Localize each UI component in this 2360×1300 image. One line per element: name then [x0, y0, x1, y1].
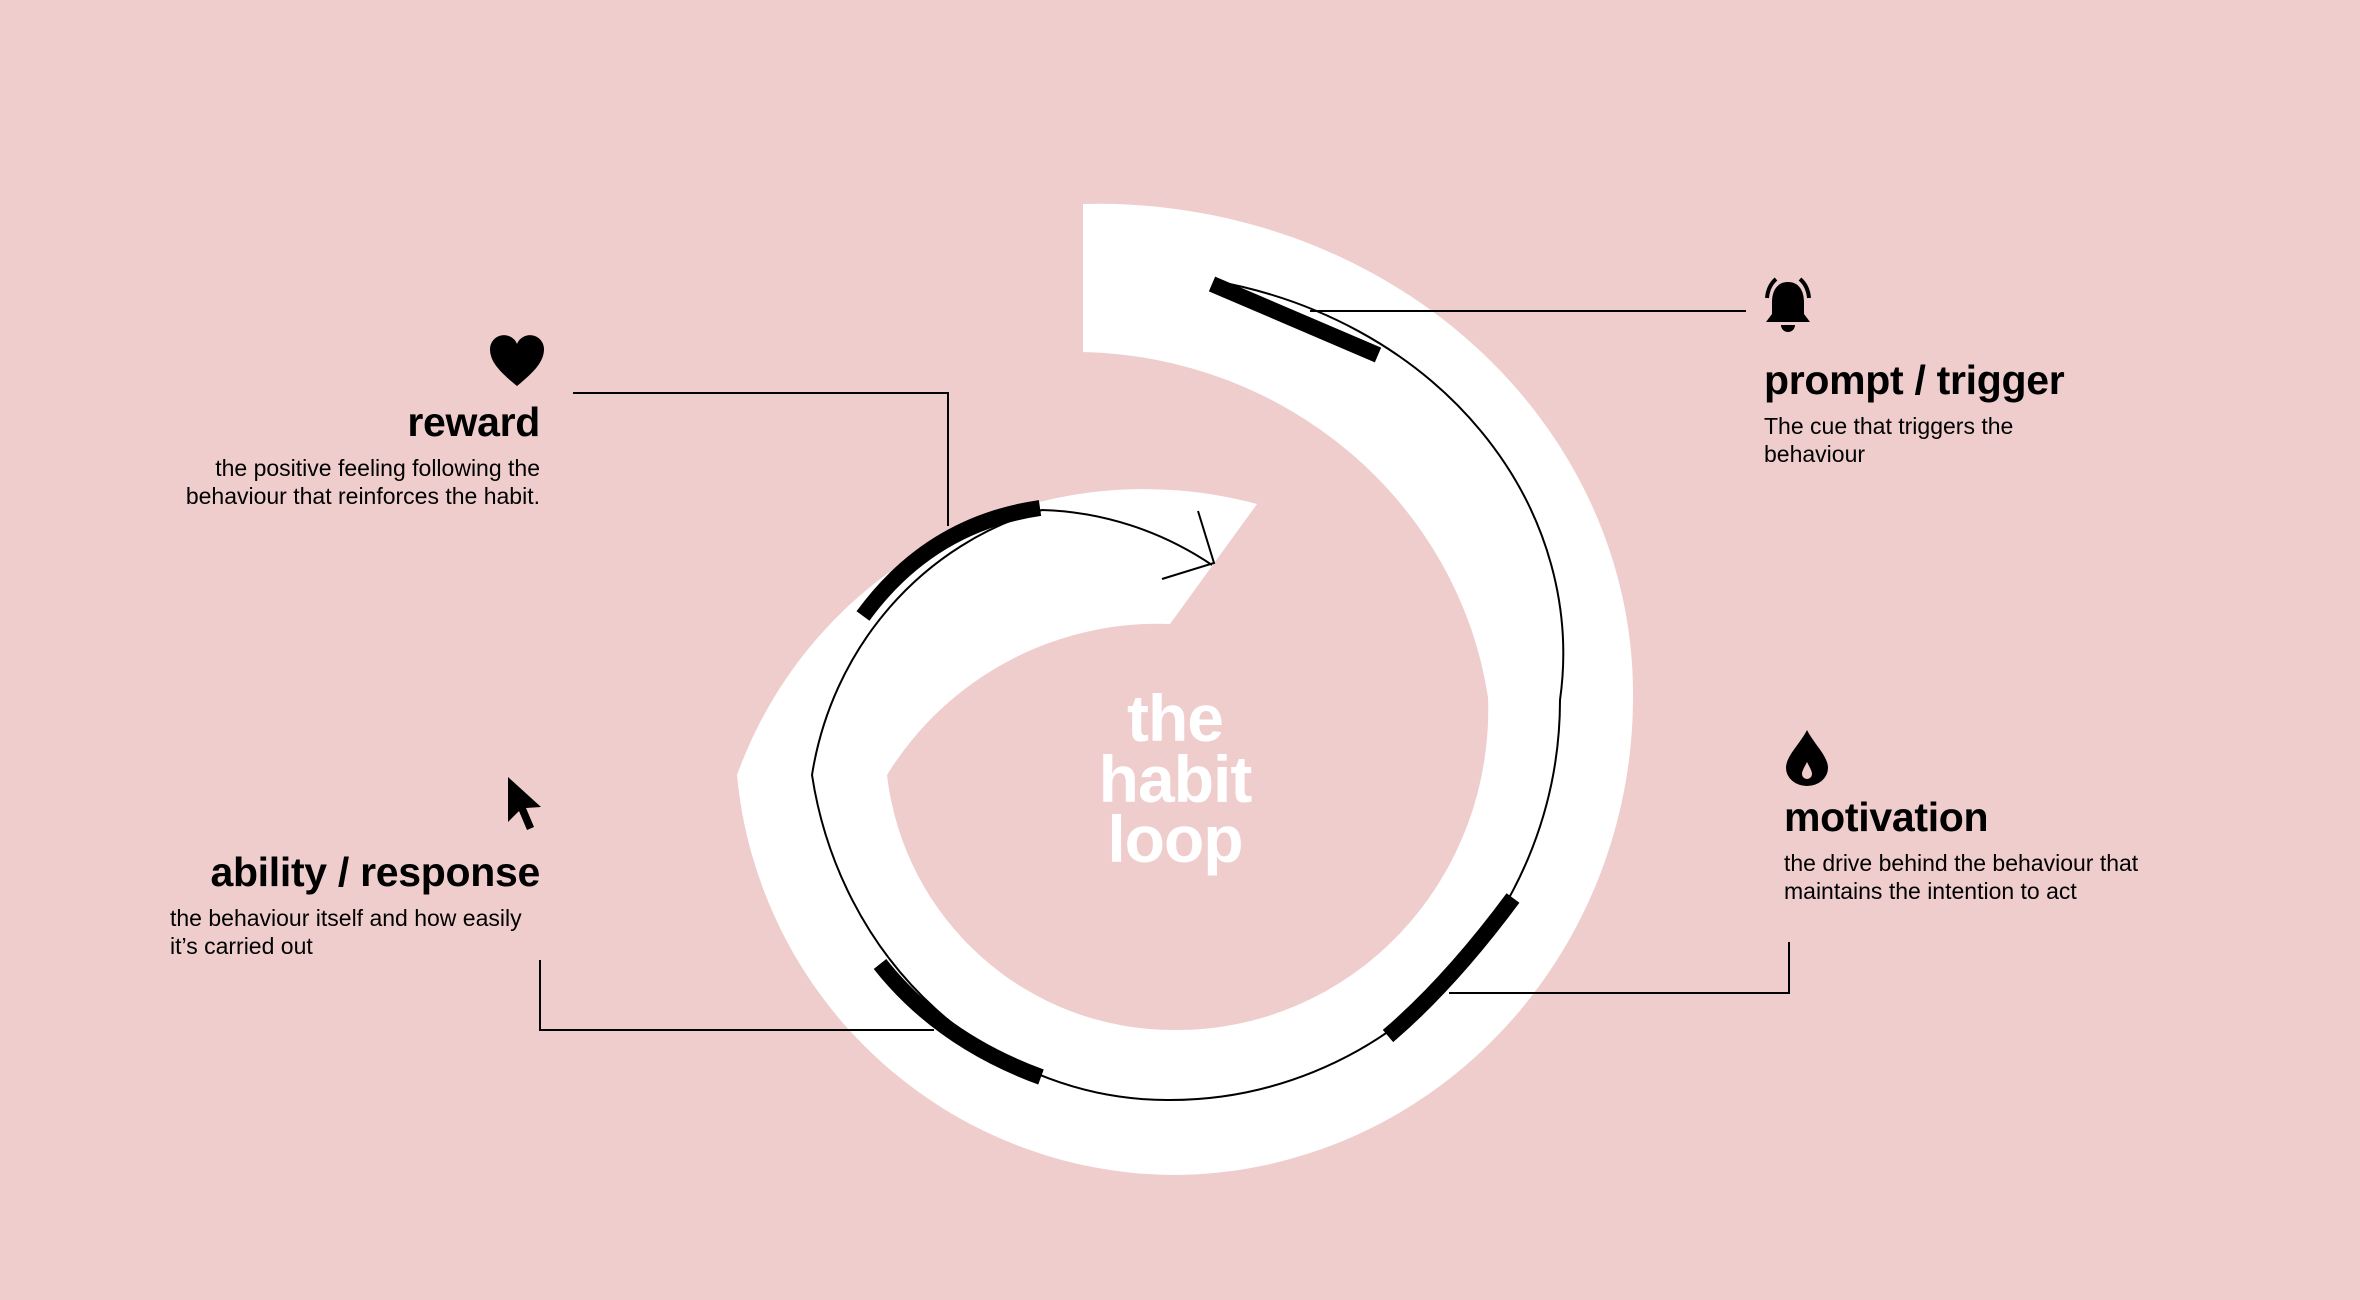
segment-ability: [873, 959, 1044, 1085]
prompt-title: prompt / trigger: [1764, 357, 2065, 403]
segment-prompt: [1208, 276, 1382, 363]
cursor-icon: [508, 777, 541, 830]
prompt-description: The cue that triggers the behaviour: [1764, 413, 2144, 468]
heart-icon: [490, 335, 544, 386]
segment-motivation: [1382, 893, 1520, 1043]
ability-desc-line: it’s carried out: [170, 932, 313, 959]
ability-label: ability / response the behaviour itself …: [140, 849, 540, 960]
reward-description: the positive feeling following the behav…: [140, 455, 540, 510]
droplet-icon: [1786, 730, 1828, 786]
ability-description: the behaviour itself and how easily it’s…: [140, 905, 540, 960]
center-title-line: habit: [1098, 741, 1253, 816]
reward-desc-line: behaviour that reinforces the habit.: [185, 482, 540, 509]
motivation-label: motivation the drive behind the behaviou…: [1784, 794, 2204, 905]
loop-arrowhead: [1161, 510, 1216, 580]
motivation-title: motivation: [1784, 794, 1989, 840]
reward-label: reward the positive feeling following th…: [140, 399, 540, 510]
motivation-desc-line: maintains the intention to act: [1784, 877, 2077, 904]
reward-desc-line: the positive feeling following the: [215, 455, 540, 482]
motivation-desc-line: the drive behind the behaviour that: [1784, 850, 2139, 877]
connector-reward: [573, 392, 949, 526]
ability-title: ability / response: [210, 849, 540, 895]
connector-motivation: [1449, 942, 1790, 994]
center-title-line: loop: [1107, 802, 1243, 877]
ability-desc-line: the behaviour itself and how easily: [170, 905, 522, 932]
prompt-desc-line: behaviour: [1764, 440, 1866, 467]
motivation-description: the drive behind the behaviour that main…: [1784, 850, 2204, 905]
center-title: the habit loop: [1040, 681, 1310, 877]
prompt-label: prompt / trigger The cue that triggers t…: [1764, 357, 2144, 468]
reward-title: reward: [407, 399, 540, 445]
prompt-desc-line: The cue that triggers the: [1764, 413, 2014, 440]
segment-reward: [856, 500, 1042, 621]
center-title-line: the: [1127, 681, 1224, 755]
bell-icon: [1765, 277, 1811, 332]
loop-path: [810, 280, 1565, 1102]
connector-ability: [539, 960, 934, 1031]
spiral-band: [737, 203, 1634, 1175]
